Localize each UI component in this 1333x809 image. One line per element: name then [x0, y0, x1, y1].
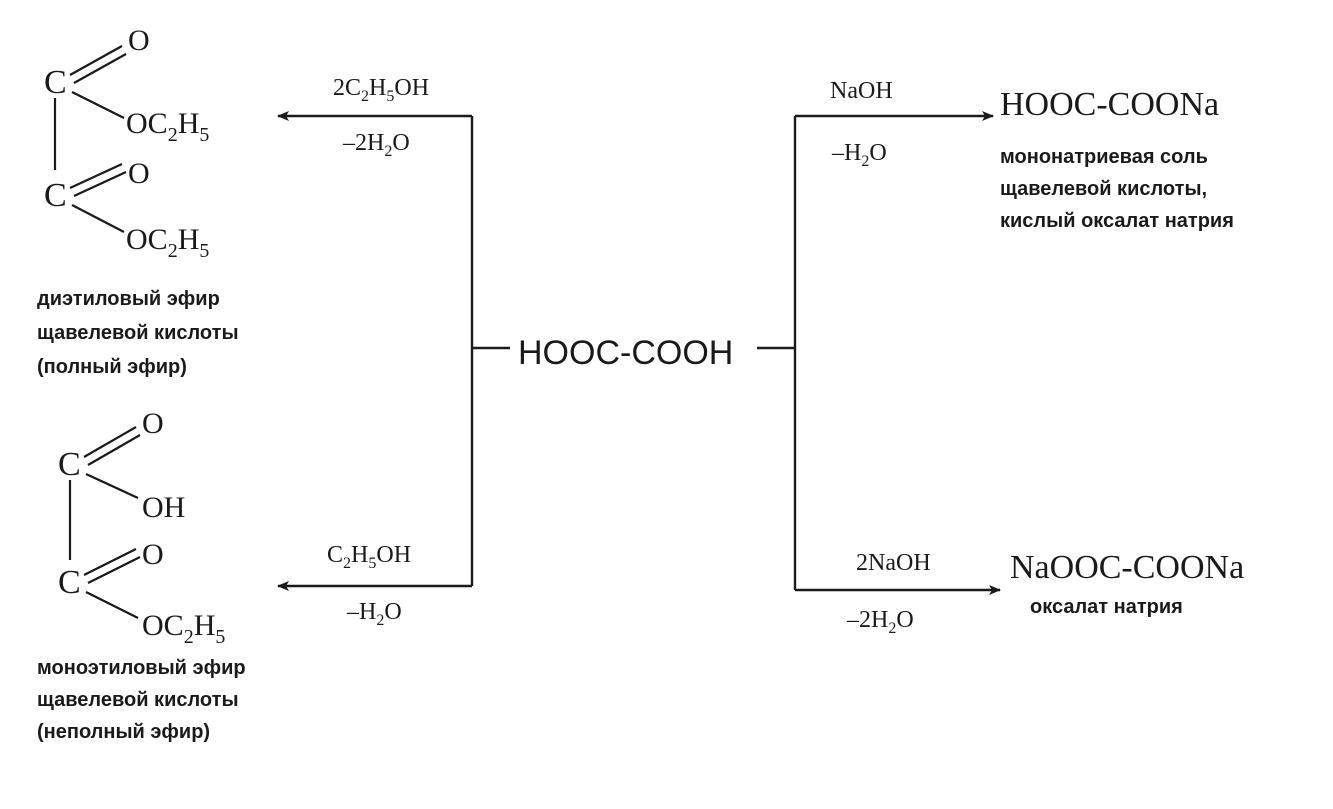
diester-c1-single-bond — [71, 91, 125, 119]
monosodium-byproduct: –H2O — [831, 140, 887, 170]
diester-name-line: диэтиловый эфир — [37, 288, 220, 310]
monoester-name-line: (неполный эфир) — [37, 721, 210, 743]
disodium-name-line: оксалат натрия — [1030, 596, 1183, 618]
disodium-name: оксалат натрия — [1030, 596, 1183, 618]
monoester-name-line: щавелевой кислоты — [37, 689, 239, 711]
monoester-byproduct: –H2O — [346, 599, 402, 629]
diester-c2: C — [44, 177, 67, 214]
disodium-reagent: 2NaOH — [856, 550, 931, 576]
monosodium-name: мононатриевая соль щавелевой кислоты, ки… — [1000, 146, 1234, 232]
diester-name-line: (полный эфир) — [37, 356, 187, 378]
monoester-c2-single-bond — [85, 591, 139, 619]
diester-o1: O — [128, 24, 150, 57]
monoester-reagent: C2H5OH — [327, 542, 411, 572]
diester-structure: C O OC2H5 C O OC2H5 — [44, 24, 209, 262]
diester-c1: C — [44, 64, 67, 101]
diester-c2-double-bond-b — [73, 171, 127, 197]
monoester-c2-double-bond-a — [83, 548, 137, 576]
monoester-c1-double-bond-b — [87, 434, 141, 466]
diester-c1-double-bond-b — [73, 53, 127, 84]
monoester-oc2: OC2H5 — [142, 609, 225, 648]
diester-name: диэтиловый эфир щавелевой кислоты (полны… — [37, 288, 244, 378]
monoester-c1: C — [58, 446, 81, 483]
monoester-c1-double-bond-a — [83, 426, 137, 458]
monoester-o2: O — [142, 538, 164, 571]
diester-c1-double-bond-a — [69, 45, 123, 76]
monoester-oh: OH — [142, 491, 185, 524]
monoester-o1: O — [142, 407, 164, 440]
monosodium-reagent: NaOH — [830, 78, 893, 104]
diester-name-line: щавелевой кислоты — [37, 322, 239, 344]
monoester-structure: C O OH C O OC2H5 — [58, 407, 225, 648]
monosodium-name-line: щавелевой кислоты, — [1000, 178, 1207, 200]
monoester-c2-double-bond-b — [87, 556, 141, 584]
diester-oc1: OC2H5 — [126, 107, 209, 146]
monoester-c1-single-bond — [85, 473, 139, 499]
monoester-name: моноэтиловый эфир щавелевой кислоты (неп… — [37, 657, 251, 743]
center-formula: HOOC-COOH — [518, 334, 733, 372]
monosodium-name-line: мононатриевая соль — [1000, 146, 1208, 168]
diester-c2-single-bond — [71, 204, 125, 233]
diester-c2-double-bond-a — [69, 163, 123, 189]
disodium-product: NaOOC-COONa — [1010, 549, 1244, 586]
monoester-name-line: моноэтиловый эфир — [37, 657, 246, 679]
disodium-byproduct: –2H2O — [846, 607, 914, 637]
monosodium-product: HOOC-COONa — [1000, 86, 1219, 123]
monoester-c2: C — [58, 564, 81, 601]
diester-o2: O — [128, 157, 150, 190]
diester-reagent: 2C2H5OH — [333, 75, 429, 105]
diester-oc2: OC2H5 — [126, 223, 209, 262]
diester-byproduct: –2H2O — [342, 130, 410, 160]
monosodium-name-line: кислый оксалат натрия — [1000, 210, 1234, 232]
